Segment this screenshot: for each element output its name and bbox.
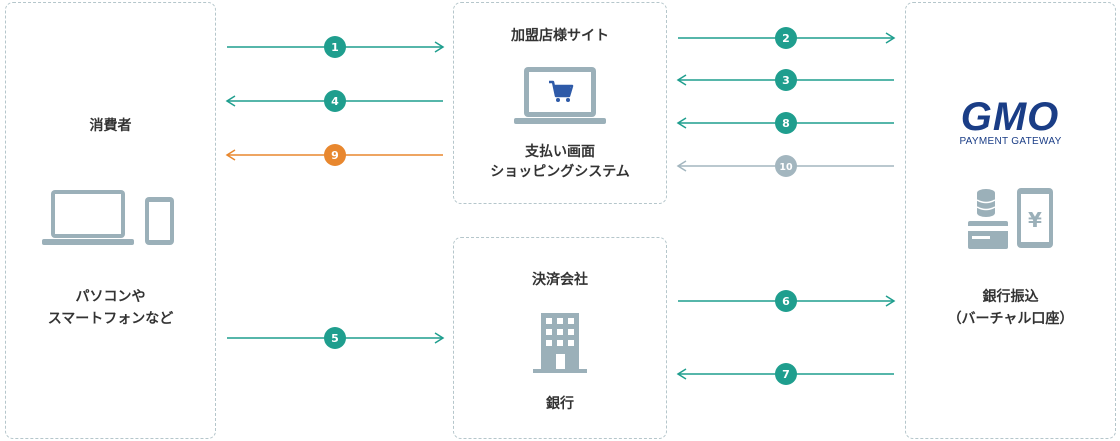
cart-icon [549,80,574,102]
arrow-step-8: 8 [676,112,894,134]
gmo-line2: （バーチャル口座） [947,311,1074,327]
step-badge [324,90,346,112]
arrowhead [676,117,687,129]
step-badge [775,155,797,177]
step-badge [775,290,797,312]
consumer-device-line2: スマートフォンなど [47,311,174,327]
step-number: 3 [782,74,790,87]
arrow-step-4: 4 [225,90,443,112]
consumer-title: 消費者 [89,118,132,134]
step-badge [324,36,346,58]
arrowhead [676,74,687,86]
arrow-step-5: 5 [227,327,445,349]
arrowhead [434,332,445,344]
step-number: 5 [331,332,339,345]
step-badge [775,112,797,134]
step-number: 9 [331,149,339,162]
laptop-icon [42,190,134,245]
arrow-step-7: 7 [676,363,894,385]
arrow-step-1: 1 [227,36,445,58]
step-number: 2 [782,32,790,45]
arrow-step-9: 9 [225,144,443,166]
arrow-step-2: 2 [678,27,896,49]
arrowhead [885,295,896,307]
merchant-line1: 支払い画面 [525,144,595,160]
arrowhead [885,32,896,44]
step-number: 1 [331,41,339,54]
arrowhead [225,149,236,161]
arrowhead [434,41,445,53]
consumer-box [5,2,216,439]
svg-text:¥: ¥ [1028,208,1042,232]
merchant-line2: ショッピングシステム [490,164,630,180]
yen-phone-icon: ¥ [1017,188,1053,248]
gmo-box [905,2,1116,439]
consumer-device-line1: パソコンや [75,289,146,305]
step-badge [775,27,797,49]
step-badge [775,363,797,385]
arrow-step-3: 3 [676,69,894,91]
building-icon [533,313,587,373]
step-number: 10 [779,162,793,173]
merchant-box [453,2,667,204]
arrow-step-6: 6 [678,290,896,312]
arrowhead [676,160,687,172]
arrowhead [225,95,236,107]
step-number: 6 [782,295,790,308]
arrowhead [676,368,687,380]
gmo-line1: 銀行振込 [982,289,1039,305]
merchant-title: 加盟店様サイト [511,28,609,44]
step-number: 7 [782,368,790,381]
settlement-title: 決済会社 [532,272,588,288]
gmo-subtitle: PAYMENT GATEWAY [959,136,1062,147]
bank-label: 銀行 [546,396,574,412]
laptop-cart-icon [514,67,606,124]
step-badge [324,327,346,349]
step-badge [324,144,346,166]
arrow-step-10: 10 [676,155,894,177]
step-number: 8 [782,117,790,130]
bank-card-icon [968,221,1008,249]
smartphone-icon [145,197,174,245]
settlement-box [453,237,667,439]
step-badge [775,69,797,91]
coins-icon [976,189,996,217]
step-number: 4 [331,95,339,108]
